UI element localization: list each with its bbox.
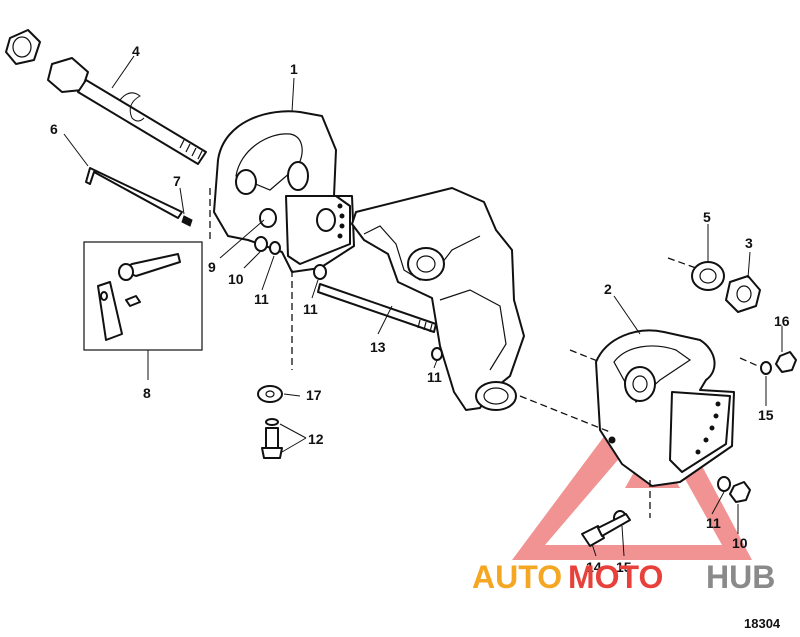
callout-17: 17 [306,387,322,403]
callout-8: 8 [143,385,151,401]
part-7-screw [181,215,193,227]
part-17-washer [257,385,283,403]
callout-16: 16 [774,313,790,329]
callout-15-right: 15 [758,407,774,423]
callout-4: 4 [132,43,140,59]
figure-number: 18304 [744,616,781,631]
callout-6: 6 [50,121,58,137]
part-12-screw [261,418,283,459]
callout-7: 7 [173,173,181,189]
callout-11-d: 11 [706,515,721,531]
callout-5: 5 [703,209,711,225]
part-5-bushing [691,261,725,291]
watermark-hub: HUB [706,559,775,595]
part-6-pin-rod [85,167,183,219]
callout-10-right: 10 [732,535,748,551]
callout-1: 1 [290,61,298,77]
part-3-cap [725,275,761,313]
callout-14: 14 [586,559,602,575]
part-8-inset [83,241,203,351]
callout-11-a: 11 [254,291,269,307]
swivel-bracket [351,187,525,411]
callout-11-c: 11 [427,369,442,385]
right-hardware [581,351,797,547]
watermark-moto: MOTO [568,559,663,595]
callout-11-b: 11 [303,301,318,317]
watermark-auto: AUTO [472,559,562,595]
callout-labels: 1 2 3 4 5 6 7 8 9 10 10 11 11 11 11 12 1… [50,43,790,575]
watermark-triangle [512,372,752,560]
part-4-tilt-tube-bolt [5,29,207,165]
leader-lines [63,55,783,557]
part-2-right-clamp-bracket [595,329,735,487]
callout-12: 12 [308,431,324,447]
part-13-stud [317,283,437,333]
part-1-left-clamp-bracket [213,110,355,273]
callout-13: 13 [370,339,386,355]
assembly-lines [209,188,759,518]
watermark-text: AUTO MOTO HUB [472,559,775,595]
callout-10-left: 10 [228,271,244,287]
callout-2: 2 [604,281,612,297]
callout-9: 9 [208,259,216,275]
callout-15-bottom: 15 [616,559,632,575]
callout-3: 3 [745,235,753,251]
left-hardware [254,236,327,280]
